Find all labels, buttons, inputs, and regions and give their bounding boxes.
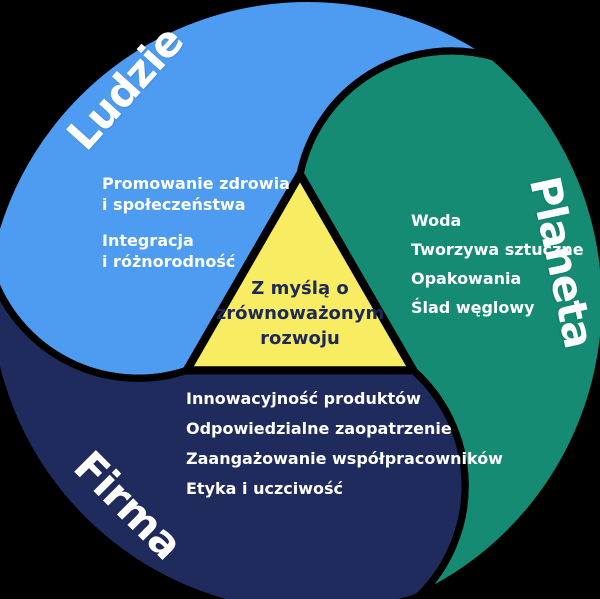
company-item-list: Innowacyjność produktów Odpowiedzialne z… <box>186 391 503 511</box>
list-item: Ślad węglowy <box>411 298 535 317</box>
list-item: i różnorodność <box>102 252 236 271</box>
center-triangle <box>182 170 418 375</box>
center-statement-line: rozwoju <box>260 328 340 349</box>
people-item-list: Promowanie zdrowia i społeczeństwa Integ… <box>102 173 290 272</box>
list-item: Innowacyjność produktów <box>186 389 421 408</box>
list-item: Odpowiedzialne zaopatrzenie <box>186 419 452 438</box>
list-item: Tworzywa sztuczne <box>411 240 584 259</box>
list-item: Etyka i uczciwość <box>186 479 344 498</box>
center-statement: Z myślą o zrównoważonym rozwoju <box>170 276 430 351</box>
list-item: Zaangażowanie współpracowników <box>186 449 503 468</box>
list-item: Integracja <box>102 231 194 250</box>
list-item: Woda <box>411 211 462 230</box>
list-item: Promowanie zdrowia <box>102 174 290 193</box>
center-statement-line: zrównoważonym <box>215 303 385 324</box>
planet-item-list: Woda Tworzywa sztuczne Opakowania Ślad w… <box>411 213 584 329</box>
center-statement-line: Z myślą o <box>251 278 349 299</box>
list-item: Opakowania <box>411 269 522 288</box>
list-item: i społeczeństwa <box>102 195 246 214</box>
